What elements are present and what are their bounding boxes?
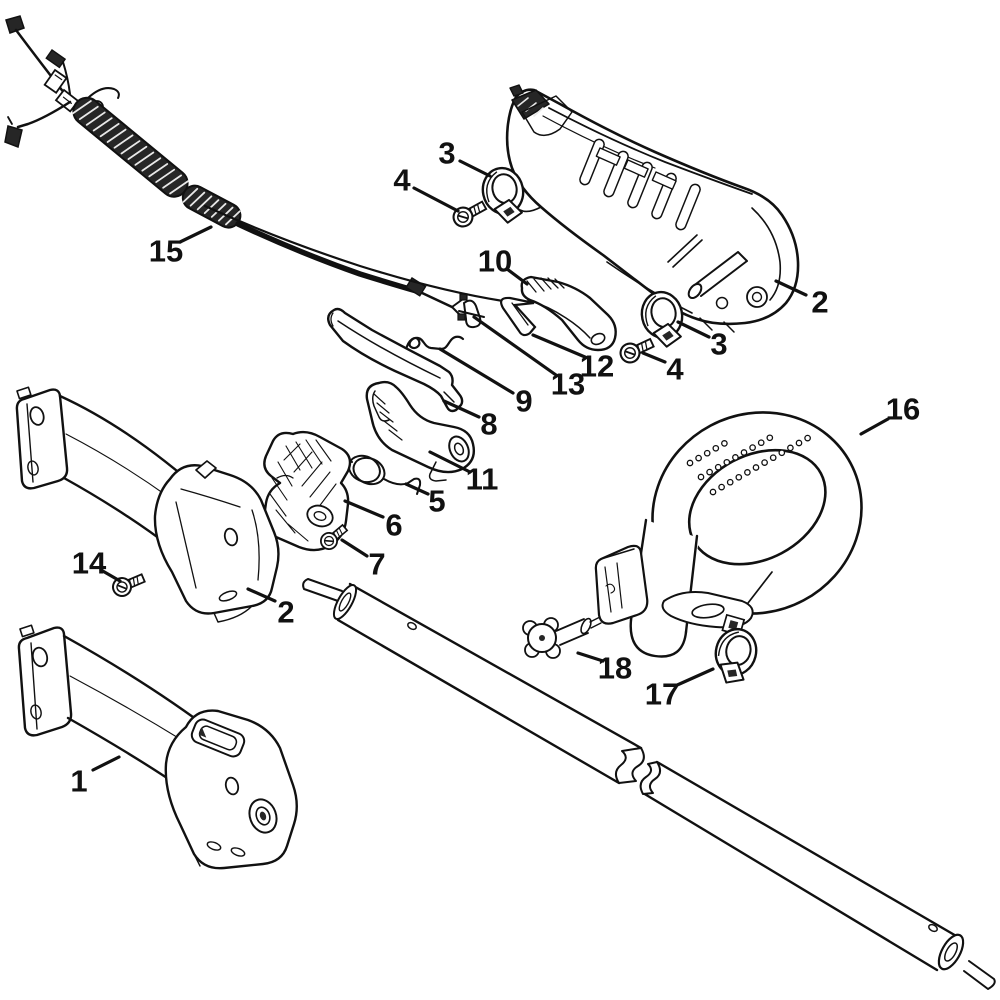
- leader-line-5: [404, 482, 430, 496]
- part-lever-rod: [327, 307, 464, 413]
- handle-grip-dot: [804, 434, 811, 442]
- part-label-6: 6: [385, 508, 402, 543]
- handle-grip-dot: [749, 444, 756, 451]
- part-label-17: 17: [645, 677, 679, 712]
- leader-line-3: [676, 320, 711, 339]
- leader-line-2: [774, 279, 808, 297]
- handle-grip-dot: [744, 469, 751, 476]
- housing-rib: [675, 183, 701, 231]
- part-handle-housing-upper: [504, 84, 800, 333]
- handle-grip-dot: [740, 449, 748, 456]
- part-spring-wire: [404, 335, 465, 352]
- part-label-16: 16: [886, 392, 920, 427]
- part-clamp-left: [481, 166, 525, 224]
- handle-grip-dot: [766, 434, 774, 442]
- part-screw-left: [452, 200, 488, 228]
- part-label-4: 4: [393, 163, 411, 198]
- leader-line-13: [472, 315, 558, 377]
- part-label-14: 14: [72, 546, 107, 581]
- part-label-3: 3: [438, 136, 455, 171]
- part-handle-housing-left: [15, 386, 280, 623]
- part-drive-shaft-tube: [302, 578, 996, 990]
- leader-line-10: [505, 267, 529, 286]
- handle-grip-dot: [778, 449, 786, 457]
- part-label-7: 7: [368, 547, 385, 582]
- part-screw-right: [619, 337, 655, 364]
- part-label-2: 2: [277, 595, 294, 630]
- handle-grip-dot: [712, 444, 720, 452]
- cable-spiral-wrap: [71, 96, 189, 198]
- leader-line-11: [428, 450, 472, 474]
- handle-grip-dot: [757, 439, 765, 447]
- leader-line-15: [178, 225, 213, 244]
- leader-line-3: [458, 159, 492, 178]
- part-trigger-screw: [319, 523, 349, 551]
- cable-spiral-wrap: [181, 184, 242, 229]
- part-handle-housing-switch: [17, 624, 298, 870]
- part-label-12: 12: [580, 349, 614, 384]
- handle-grip-dot: [697, 473, 705, 481]
- part-housing-screw: [112, 573, 146, 597]
- leader-line-7: [340, 538, 369, 558]
- part-throttle-trigger: [262, 430, 352, 552]
- handle-grip-dot: [752, 464, 760, 471]
- handle-grip-dot: [787, 444, 794, 452]
- part-clamp-right: [640, 290, 684, 348]
- part-label-10: 10: [478, 244, 512, 279]
- handle-grip-dot: [735, 473, 743, 481]
- handle-grip-dot: [695, 454, 702, 462]
- leader-line-1: [91, 755, 121, 772]
- leader-line-8: [442, 399, 481, 419]
- part-throttle-lever: [365, 380, 476, 482]
- leader-line-17: [673, 667, 715, 688]
- part-throttle-cable-hook: [203, 204, 537, 337]
- handle-grip-dot: [706, 468, 713, 476]
- housing-rib: [603, 150, 629, 198]
- part-trigger-interlock: [520, 275, 617, 352]
- handle-grip-dot: [718, 483, 725, 491]
- leader-line-9: [438, 347, 515, 395]
- handle-grip-dot: [761, 459, 768, 466]
- handle-grip-dot: [721, 440, 728, 447]
- part-label-1: 1: [70, 764, 87, 799]
- handle-grip-dot: [732, 454, 739, 461]
- leader-line-4: [641, 351, 667, 364]
- part-label-15: 15: [149, 234, 183, 269]
- handle-grip-dot: [709, 488, 717, 496]
- part-label-3: 3: [710, 327, 727, 362]
- handle-grip-dot: [703, 449, 711, 457]
- handle-grip-dot: [686, 459, 694, 467]
- handle-grip-dot: [726, 478, 734, 486]
- hardware-layer: [112, 166, 758, 684]
- part-star-knob: [522, 616, 602, 659]
- handle-grip-dot: [769, 454, 777, 462]
- part-label-18: 18: [598, 651, 632, 686]
- leader-line-16: [859, 417, 890, 436]
- leader-line-18: [576, 651, 605, 663]
- leader-line-6: [343, 499, 385, 519]
- part-label-11: 11: [466, 462, 499, 497]
- part-label-5: 5: [428, 484, 445, 519]
- leader-line-14: [99, 568, 122, 583]
- part-label-9: 9: [515, 384, 532, 419]
- part-label-8: 8: [480, 407, 497, 442]
- leader-line-12: [531, 333, 587, 359]
- handle-grip-dot: [795, 439, 803, 447]
- part-label-4: 4: [666, 352, 684, 387]
- leader-line-4: [412, 186, 460, 213]
- part-shaft-clamp: [714, 627, 758, 684]
- part-wiring-harness: [4, 15, 468, 321]
- part-label-13: 13: [551, 367, 585, 402]
- handle-grip-dot: [714, 463, 722, 471]
- part-loop-handle: [594, 411, 863, 658]
- part-label-2: 2: [811, 285, 828, 320]
- handle-grip-dot: [723, 458, 731, 466]
- leader-line-2: [246, 587, 277, 603]
